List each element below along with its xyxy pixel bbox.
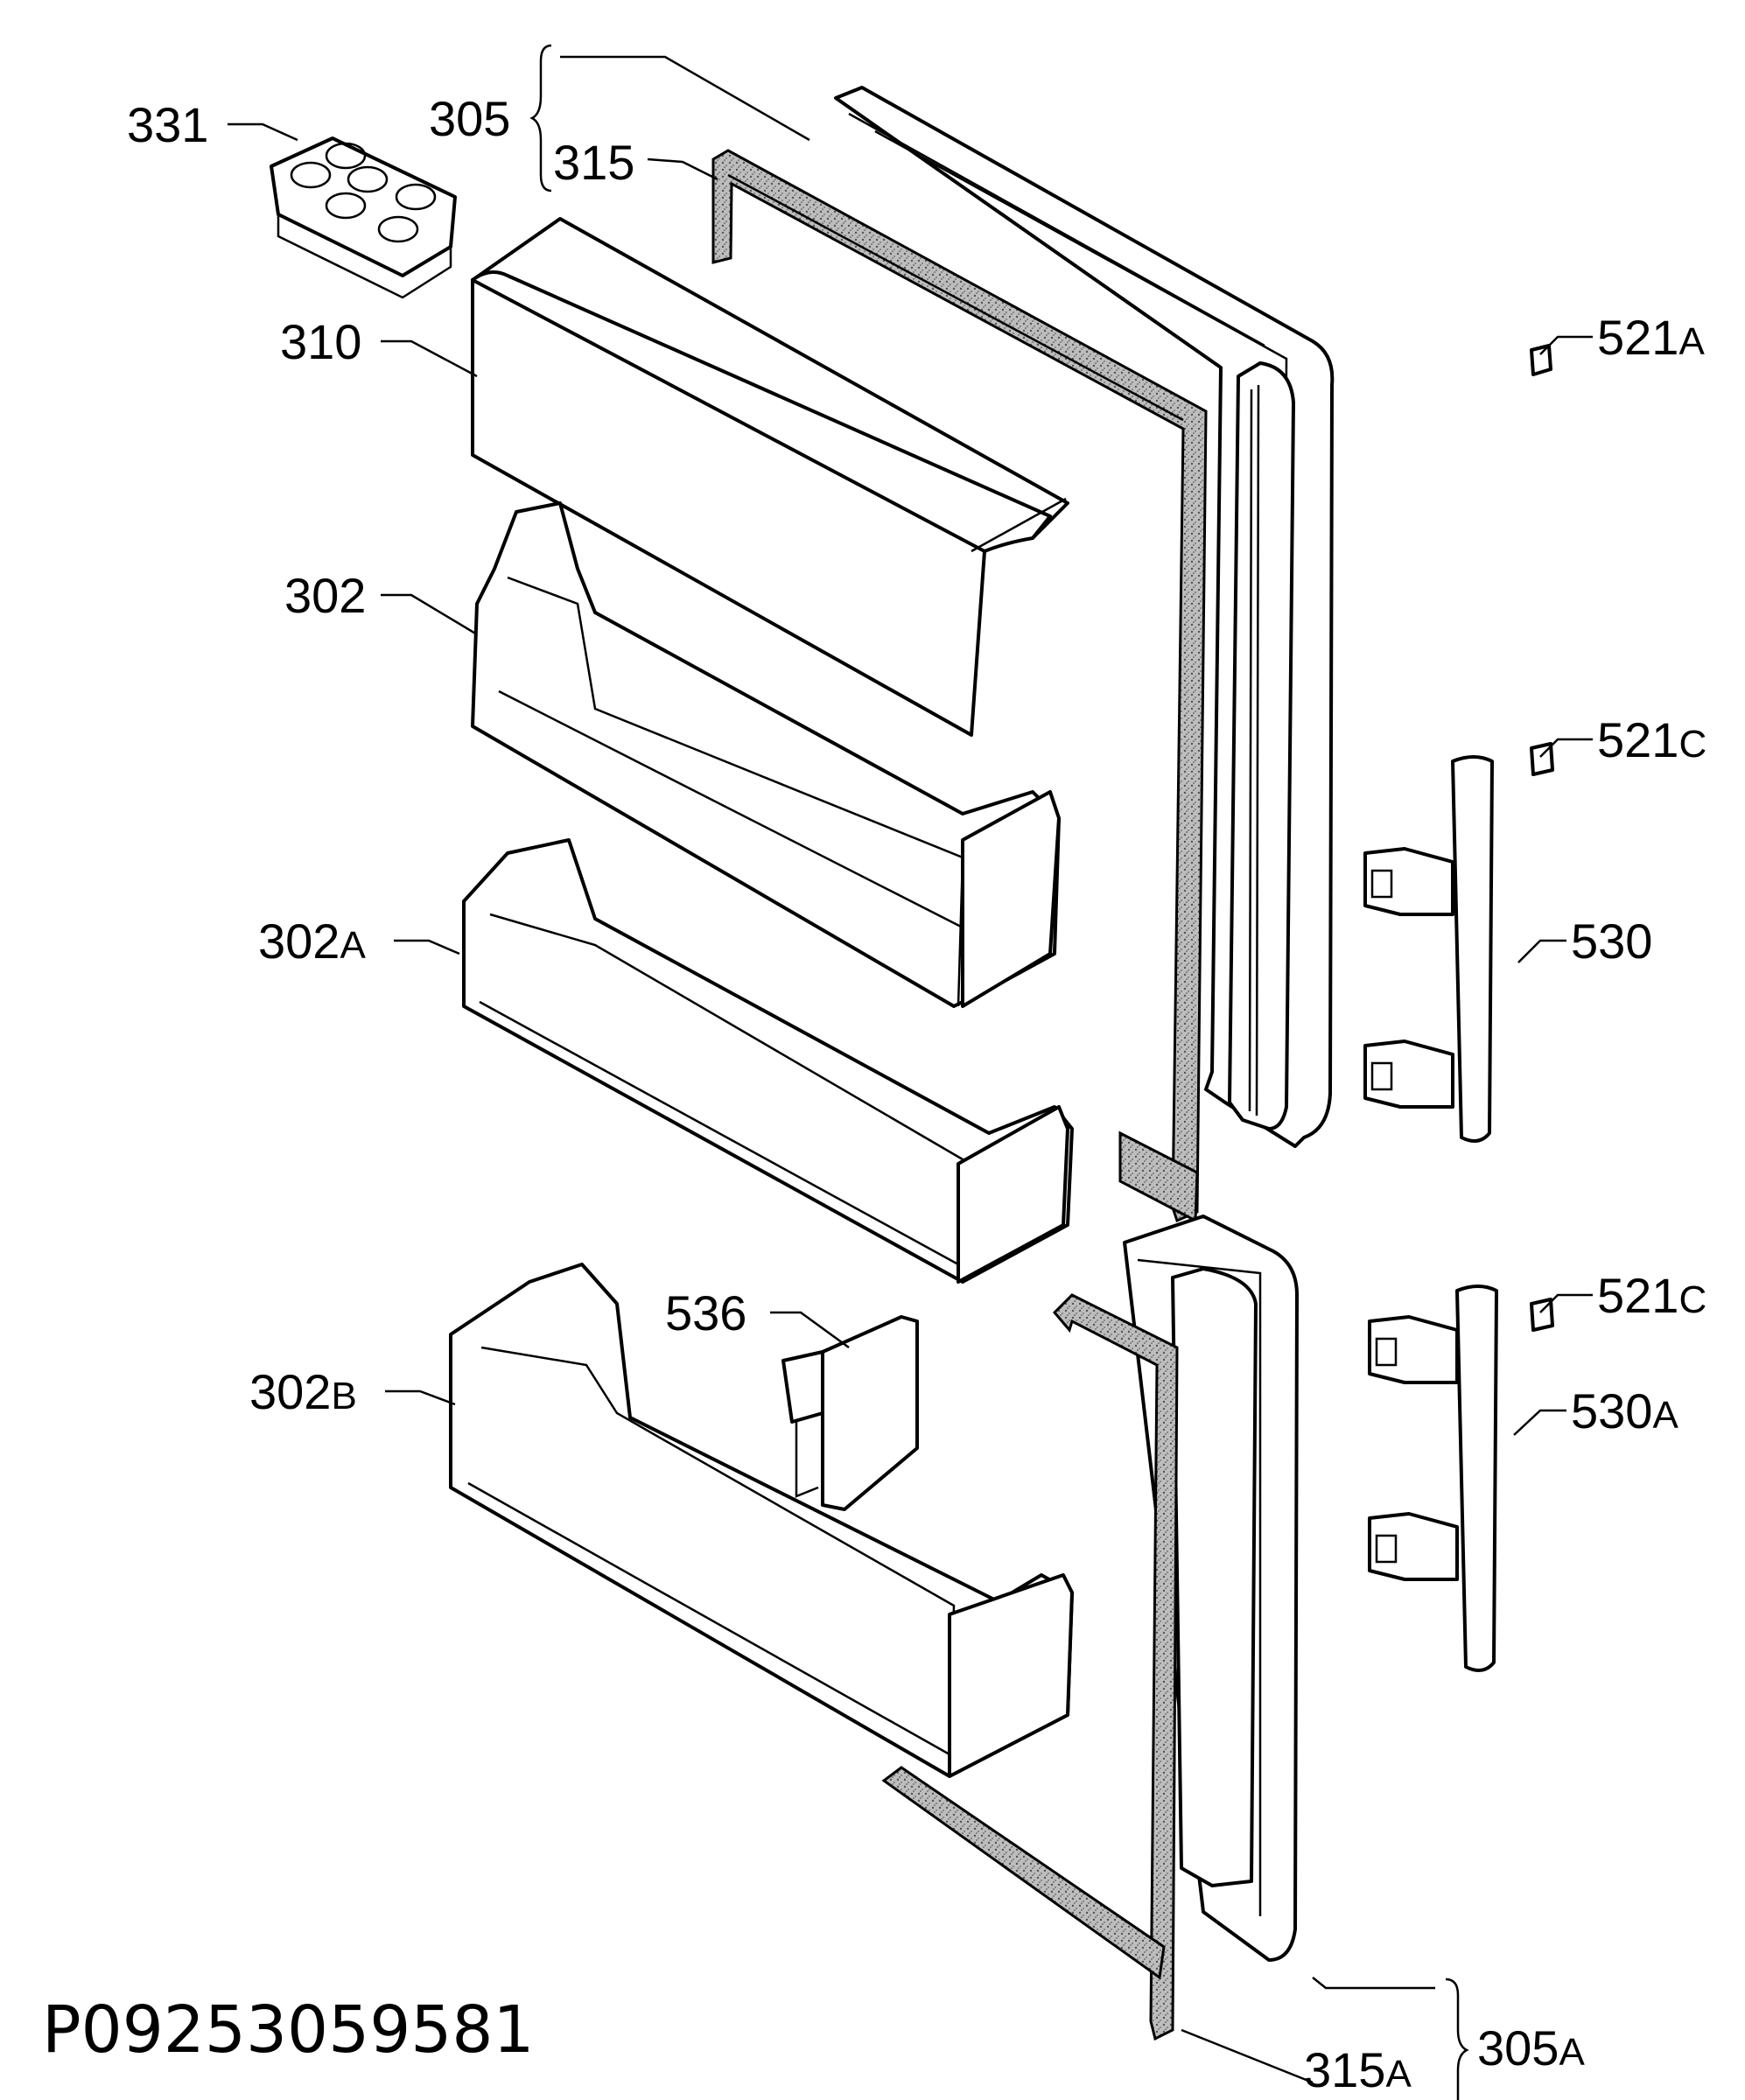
- egg-tray: [270, 136, 457, 299]
- callout-302a: 302A: [258, 914, 366, 969]
- cover-521a: [1530, 344, 1552, 376]
- lower-door-panel: [1123, 1214, 1299, 1962]
- callout-305a: 305A: [1477, 2020, 1585, 2076]
- upper-door-panel: [834, 86, 1335, 1148]
- brace-305: [529, 44, 552, 192]
- door-balcony-302a: [462, 838, 1074, 1284]
- lower-door-gasket: [881, 1293, 1179, 2041]
- door-balcony-302b: [449, 1263, 1074, 1778]
- callout-536: 536: [665, 1285, 746, 1340]
- callout-530: 530: [1571, 914, 1652, 969]
- callout-521a: 521A: [1597, 310, 1705, 365]
- callout-302b: 302B: [249, 1364, 357, 1419]
- callout-331: 331: [127, 97, 208, 152]
- bottle-holder: [781, 1315, 919, 1511]
- callout-305: 305: [429, 91, 510, 146]
- dairy-compartment: [471, 217, 1069, 737]
- upper-door-gasket: [711, 149, 1208, 1223]
- callout-521c-upper: 521C: [1597, 712, 1706, 767]
- lower-door-handle: [1368, 1284, 1498, 1672]
- upper-door-handle: [1363, 755, 1494, 1143]
- callout-315a: 315A: [1304, 2042, 1412, 2097]
- leader-lines: [228, 55, 1593, 2084]
- door-balcony-302: [471, 501, 1061, 1008]
- callout-530a: 530A: [1571, 1383, 1678, 1438]
- callout-302: 302: [284, 568, 366, 623]
- callout-521c-lower: 521C: [1597, 1268, 1706, 1323]
- callout-315: 315: [553, 135, 634, 190]
- document-id: P09253059581: [42, 1992, 535, 2068]
- callout-310: 310: [280, 314, 361, 369]
- brace-305a: [1445, 1978, 1469, 2100]
